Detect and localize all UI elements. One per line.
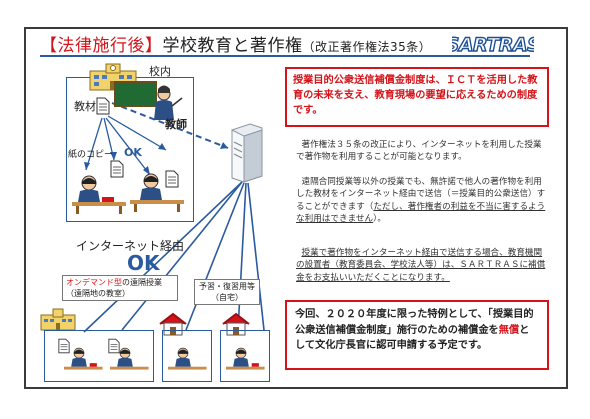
notice-top-box: 授業目的公衆送信補償金制度は、ＩＣＴを活用した教育の未来を支え、教育現場の要望に… <box>285 67 549 127</box>
notice-bottom-part2: として文化庁長官に認可申請する予定です。 <box>295 324 530 352</box>
title-bracket: 【法律施行後】 <box>40 36 163 56</box>
ondemand-tag: オンデマンド型の遠隔授業 （遠隔地の教室） <box>62 275 178 301</box>
study-label-2: （自宅） <box>211 293 243 302</box>
paper-copy-icon <box>165 170 179 192</box>
study-label-1: 予習・復習用等 <box>199 282 255 291</box>
internet-label: インターネット経由 <box>76 239 185 253</box>
blackboard-icon <box>113 80 184 126</box>
title-underline <box>40 55 530 57</box>
page-title: 【法律施行後】学校教育と著作権（改正著作権法35条） <box>40 31 431 56</box>
notice-bottom-red: 無償 <box>498 324 520 336</box>
ondemand-highlight: オンデマンド型 <box>66 278 122 287</box>
paragraph-1-text: 著作権法３５条の改正により、インターネットを利用した授業で著作物を利用することが… <box>296 140 542 163</box>
title-subtitle: （改正著作権法35条） <box>302 40 432 54</box>
teacher-label: 教師 <box>165 118 187 131</box>
notice-bottom-box: 今回、２０２０年度に限った特例として、「授業目的公衆送信補償金制度」施行のための… <box>285 300 549 370</box>
student-desk-icon <box>72 174 128 218</box>
material-label: 教材 <box>74 100 96 113</box>
ondemand-sub: （遠隔地の教室） <box>66 289 130 298</box>
study-tag: 予習・復習用等 （自宅） <box>194 279 260 305</box>
student-desk-icon <box>226 344 266 382</box>
paragraph-2: 遠隔合同授業等以外の授業でも、無許諾で他人の著作物を利用した教材をインターネット… <box>296 176 548 225</box>
ok-big-label: OK <box>127 251 160 275</box>
remote-school-icon <box>40 307 76 335</box>
paragraph-2-text: 遠隔合同授業等以外の授業でも、無許諾で他人の著作物を利用した教材をインターネット… <box>296 177 546 212</box>
student-desk-icon <box>168 344 208 382</box>
document-icon <box>108 338 120 358</box>
house-icon <box>221 312 251 340</box>
home-box <box>162 330 212 382</box>
paragraph-1: 著作権法３５条の改正により、インターネットを利用した授業で著作物を利用することが… <box>296 139 548 164</box>
campus-label: 校内 <box>149 65 171 78</box>
material-document-icon <box>96 97 110 119</box>
ok-small-label: OK <box>124 146 142 159</box>
student-desk-icon <box>110 344 150 382</box>
student-desk-icon <box>64 344 104 382</box>
paper-copy-icon <box>110 160 124 182</box>
ondemand-rest: の遠隔授業 <box>122 278 162 287</box>
paragraph-3: 授業で著作物をインターネット経由で送信する場合、教育機関の設置者（教育委員会、学… <box>296 247 548 284</box>
sartras-logo: SARTRAS <box>445 33 542 56</box>
paragraph-2-underline: ただし、著作権者の利益を不当に害するような利用はできません <box>296 201 546 224</box>
student-desk-icon <box>130 172 186 216</box>
remote-classroom-box <box>44 330 154 382</box>
notice-bottom-part1: 今回、２０２０年度に限った特例として、「授業目的公衆送信補償金制度」施行のための… <box>295 309 534 336</box>
paper-copy-label: 紙のコピー <box>68 150 114 160</box>
svg-text:SARTRAS: SARTRAS <box>452 34 534 55</box>
document-icon <box>58 338 70 358</box>
server-icon <box>228 122 264 188</box>
paragraph-3-underline: 授業で著作物をインターネット経由で送信する場合、教育機関の設置者（教育委員会、学… <box>296 248 546 283</box>
paragraph-2-end: ）。 <box>373 213 386 224</box>
house-icon <box>158 312 188 340</box>
title-main: 学校教育と著作権 <box>162 36 303 56</box>
home-box <box>220 330 270 382</box>
